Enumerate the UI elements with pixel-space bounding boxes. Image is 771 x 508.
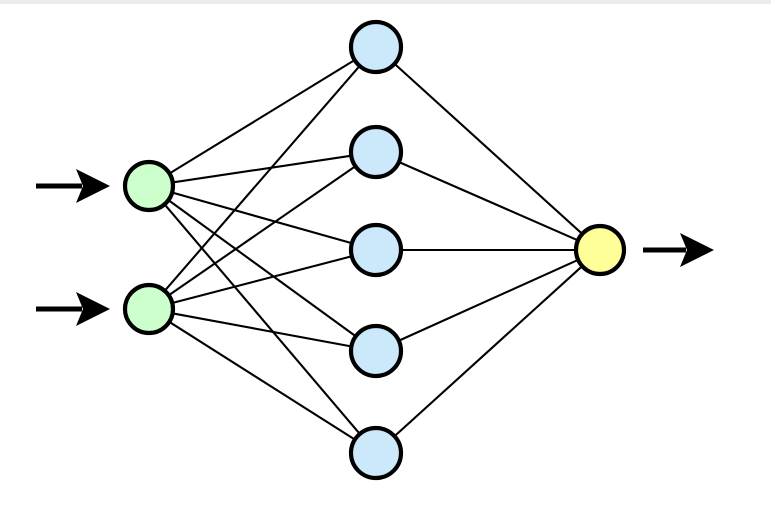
edge-input-1-to-hidden-2	[170, 154, 354, 184]
edge-input-2-to-hidden-5	[167, 320, 357, 442]
input-node-2[interactable]	[122, 282, 176, 336]
hidden-node-3[interactable]	[348, 222, 404, 278]
input-arrow-1-head	[76, 169, 110, 203]
edge-hidden-5-to-output-1	[392, 264, 585, 438]
edge-hidden-1-to-output-1	[392, 62, 585, 236]
edge-input-1-to-hidden-1	[167, 58, 357, 176]
output-arrow-1	[643, 233, 714, 267]
nodes-group	[122, 19, 627, 481]
hidden-layer	[348, 19, 404, 481]
edge-input-2-to-hidden-3	[170, 254, 354, 305]
io-arrows-group	[36, 169, 714, 326]
input-layer	[122, 159, 176, 336]
edge-input-2-to-hidden-1	[163, 64, 362, 293]
edge-input-1-to-hidden-3	[170, 191, 354, 245]
input-node-1[interactable]	[122, 159, 176, 213]
hidden-node-5[interactable]	[348, 425, 404, 481]
edge-hidden-4-to-output-1	[396, 258, 581, 343]
hidden-node-4[interactable]	[348, 323, 404, 379]
edges-group	[162, 58, 585, 442]
edge-input-2-to-hidden-2	[166, 164, 358, 297]
hidden-node-1[interactable]	[348, 19, 404, 75]
edge-input-1-to-hidden-4	[166, 198, 358, 338]
output-node-1[interactable]	[573, 223, 627, 277]
hidden-node-2[interactable]	[348, 124, 404, 180]
top-strip	[0, 0, 771, 4]
edge-input-2-to-hidden-4	[170, 312, 354, 348]
input-arrow-1	[36, 169, 110, 203]
output-layer	[573, 223, 627, 277]
edge-input-1-to-hidden-5	[162, 202, 362, 436]
output-arrow-1-head	[680, 233, 714, 267]
edge-hidden-2-to-output-1	[396, 160, 580, 242]
input-arrow-2	[36, 292, 110, 326]
input-arrow-2-head	[76, 292, 110, 326]
